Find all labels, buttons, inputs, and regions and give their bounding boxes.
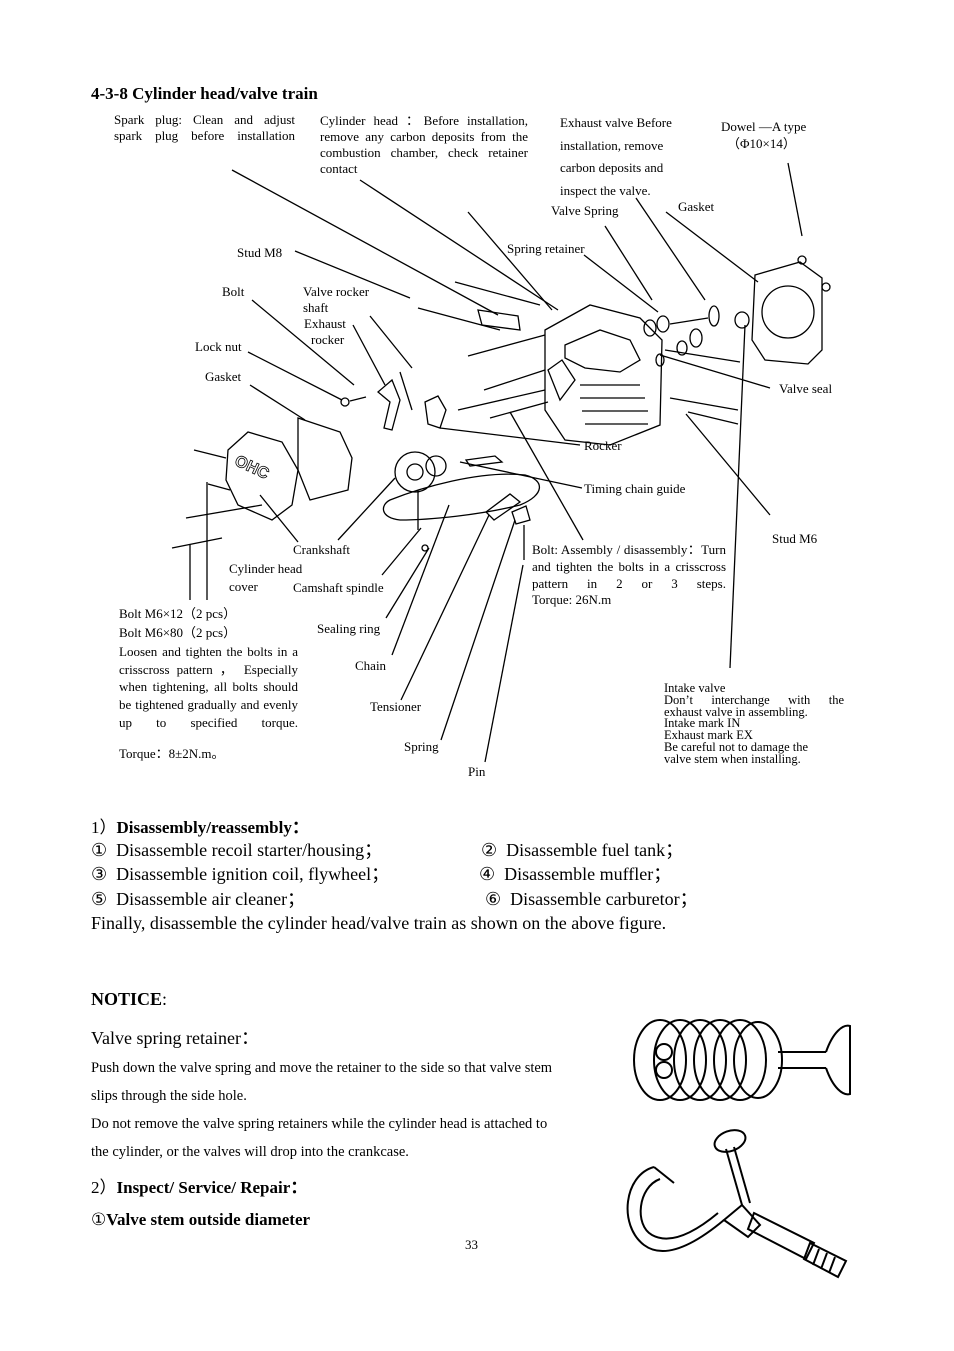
callout-valve-spring: Valve Spring: [551, 203, 619, 218]
callout-stud-m8: Stud M8: [237, 245, 283, 260]
intake-valve-line: valve stem when installing.: [664, 751, 801, 766]
callout-timing-chain-guide: Timing chain guide: [584, 481, 686, 496]
step-number: ④: [479, 864, 496, 884]
callout-bolt-note: Bolt: Assembly / disassembly：Turn and ti…: [532, 542, 726, 591]
step-number: ⑥: [485, 889, 502, 909]
callout-bolt-m6x12: Bolt M6×12（2 pcs）: [119, 606, 237, 621]
intake-valve-line: Intake valve: [664, 681, 726, 695]
sub-text: Valve stem outside diameter: [106, 1210, 311, 1229]
exhaust-valve-line: installation, remove: [560, 137, 664, 153]
disassembly-heading: 1）Disassembly/reassembly：: [91, 813, 309, 838]
notice-paragraph-1a: Push down the valve spring and move the …: [91, 1060, 553, 1076]
exhaust-valve-line: Exhaust valve Before: [560, 115, 672, 130]
exploded-diagram: OHC: [171, 162, 831, 763]
callout-stud-m6: Stud M6: [772, 531, 818, 546]
callout-loosen-note: Loosen and tighten the bolts in a crissc…: [119, 644, 298, 730]
step-number: ②: [481, 840, 498, 860]
callout-bolt-m6x80: Bolt M6×80（2 pcs）: [119, 625, 237, 640]
step-2: ② Disassemble fuel tank；: [481, 838, 683, 862]
intake-valve-line: Intake mark IN: [664, 716, 741, 731]
cover-logo: OHC: [232, 453, 272, 484]
callout-dowel: Dowel —A type: [721, 119, 807, 134]
callout-spark-plug: Spark plug: Clean and adjust spark plug …: [114, 112, 295, 143]
callout-valve-rocker-shaft: Valve rocker: [303, 284, 370, 299]
callout-camshaft-spindle: Camshaft spindle: [293, 580, 384, 595]
heading-text: Inspect/ Service/ Repair：: [116, 1178, 308, 1197]
inspect-subheading: ①Valve stem outside diameter: [91, 1210, 310, 1230]
step-3: ③ Disassemble ignition coil, flywheel；: [91, 862, 389, 886]
intake-valve-line: Exhaust mark EX: [664, 728, 753, 743]
callout-chain: Chain: [355, 658, 387, 673]
callout-cylinder-head: Cylinder head ：Before installation, remo…: [320, 113, 528, 176]
notice-paragraph-1b: slips through the side hole.: [91, 1088, 247, 1104]
exhaust-valve-line: inspect the valve.: [560, 182, 651, 198]
page-number: 33: [465, 1237, 478, 1252]
callout-dowel-size: （Φ10×14）: [727, 136, 796, 151]
callout-rocker: Rocker: [584, 438, 622, 453]
step-4: ④ Disassemble muffler；: [479, 862, 671, 886]
notice-colon: :: [162, 989, 168, 1009]
callout-intake-valve: Intake valve Don’t interchange with the …: [664, 681, 844, 766]
intake-valve-line: Don’t interchange with the: [664, 692, 844, 707]
micrometer-illustration: [626, 1129, 848, 1279]
step-1: ① Disassemble recoil starter/housing；: [91, 838, 382, 862]
exhaust-valve-line: carbon deposits and: [560, 160, 664, 175]
callout-gasket-left: Gasket: [205, 369, 242, 384]
heading-text: Disassembly/reassembly：: [116, 818, 309, 837]
step-text: Disassemble muffler；: [504, 864, 672, 884]
callout-bolt-torque: Torque: 26N.m: [532, 592, 612, 607]
section-title: 4-3-8 Cylinder head/valve train: [91, 84, 318, 103]
step-text: Disassemble recoil starter/housing；: [116, 840, 383, 860]
callout-cylinder-head-cover-2: cover: [229, 579, 258, 594]
callout-crankshaft: Crankshaft: [293, 542, 351, 557]
heading-number: 1）: [91, 818, 117, 837]
callout-tensioner: Tensioner: [370, 699, 422, 714]
step-number: ③: [91, 864, 108, 884]
callout-exhaust-rocker: Exhaust: [304, 316, 346, 331]
callout-exhaust-valve: Exhaust valve Before installation, remov…: [560, 112, 672, 202]
step-text: Disassemble ignition coil, flywheel；: [116, 864, 390, 884]
step-6: ⑥ Disassemble carburetor；: [485, 887, 698, 911]
callout-spring-retainer: Spring retainer: [507, 241, 585, 256]
callout-valve-seal: Valve seal: [779, 381, 833, 396]
callout-gasket-top: Gasket: [678, 199, 715, 214]
notice-title-text: NOTICE: [91, 989, 163, 1009]
step-number: ①: [91, 840, 108, 860]
notice-paragraph-2b: the cylinder, or the valves will drop in…: [91, 1144, 409, 1160]
callout-exhaust-rocker-2: rocker: [311, 332, 345, 347]
disassembly-finally: Finally, disassemble the cylinder head/v…: [91, 913, 667, 933]
heading-number: 2）: [91, 1178, 117, 1197]
notice-title: NOTICE:: [91, 989, 167, 1010]
step-text: Disassemble fuel tank；: [506, 840, 684, 860]
callout-bolt: Bolt: [222, 284, 245, 299]
notice-subtitle: Valve spring retainer：: [91, 1028, 259, 1048]
sub-number: ①: [91, 1210, 107, 1229]
intake-valve-line: Be careful not to damage the: [664, 739, 809, 754]
inspect-heading: 2）Inspect/ Service/ Repair：: [91, 1173, 307, 1198]
callout-cylinder-head-cover: Cylinder head: [229, 561, 303, 576]
callout-lock-nut: Lock nut: [195, 339, 242, 354]
valve-spring-illustration: [633, 1019, 851, 1101]
callout-cover-torque: Torque：8±2N.m。: [119, 746, 225, 761]
callout-valve-rocker-shaft-2: shaft: [303, 300, 329, 315]
callout-pin: Pin: [468, 764, 486, 779]
notice-paragraph-2a: Do not remove the valve spring retainers…: [91, 1116, 548, 1132]
step-text: Disassemble air cleaner；: [116, 889, 306, 909]
step-5: ⑤ Disassemble air cleaner；: [91, 887, 305, 911]
step-number: ⑤: [91, 889, 108, 909]
callout-spring: Spring: [404, 739, 439, 754]
step-text: Disassemble carburetor；: [510, 889, 698, 909]
callout-sealing-ring: Sealing ring: [317, 621, 381, 636]
intake-valve-line: exhaust valve in assembling.: [664, 704, 808, 719]
